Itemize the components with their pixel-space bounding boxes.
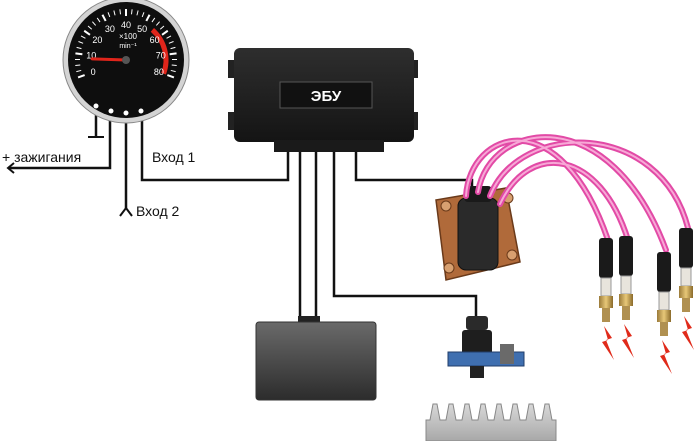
tachometer-tick [170,46,176,50]
ecu-label: ЭБУ [311,88,342,105]
wire-ignition [8,118,112,170]
tachometer-needle [90,57,128,62]
tachometer-tick [76,69,82,73]
coil-bolt-4 [506,249,518,261]
terminal-input2 [123,110,129,116]
tachometer-tick [75,64,81,67]
tachometer-tick [87,25,93,30]
battery-body [255,321,377,401]
tachometer-unit-multiplier: ×100 [119,32,138,41]
terminal-ground [93,103,99,109]
tachometer-tick [171,64,177,67]
input1-label: Вход 1 [152,149,196,165]
terminal-input1 [138,108,144,114]
wiring [8,114,478,318]
coil-bolt-1 [440,200,452,212]
coil-core [457,197,499,271]
ecu-connector [274,140,384,152]
ecu-label-plate [279,81,373,109]
battery-terminal [298,316,320,324]
tachometer-scale-label: 30 [105,24,115,34]
sensor-connector [466,316,488,330]
spark-plug [657,252,672,374]
battery [255,316,377,401]
tachometer-tick [131,9,133,15]
crankshaft-sensor [447,316,525,378]
tachometer-tick [78,41,84,44]
wire-ecu-coil [354,150,474,190]
ignition-fork [6,162,15,174]
crankshaft-gear-teeth [425,403,557,441]
ecu-unit: ЭБУ [228,48,418,152]
tachometer-scale-label: 80 [154,67,164,77]
tachometer-tick [167,74,175,79]
high-tension-leads-highlight [465,136,689,251]
ignition-label: + зажигания [2,149,81,165]
tachometer-scale-label: 10 [86,50,96,60]
sensor-body [462,330,492,356]
spark-plug [599,238,614,360]
tachometer-ticks [74,9,178,79]
input2-fork [119,206,133,217]
tachometer-tick [83,29,91,36]
tachometer-tick [170,69,176,73]
tachometer-tick [161,29,169,36]
tachometer-tick [80,35,86,39]
ht-lead-3 [487,139,691,231]
ecu-mount-left-2 [228,112,236,130]
tachometer-tick [91,21,97,26]
tachometer-tick [169,52,177,56]
tachometer-tick [107,12,111,18]
terminal-ignition [108,108,114,114]
tachometer-scale-label: 60 [150,35,160,45]
spark-plug [679,228,694,350]
tachometer-red-zone [150,28,169,75]
tachometer-tick [155,21,161,26]
tachometer-scale-label: 50 [137,24,147,34]
tachometer-scale-label: 20 [92,35,102,45]
tachometer-tick [136,10,139,16]
tachometer-tick [145,14,151,22]
coil-bolt-3 [443,262,455,274]
ignition-coil [435,186,521,281]
tachometer-tick [141,12,145,18]
ht-lead-4 [497,159,631,243]
sensor-tip [470,366,484,378]
wire-ecu-sensor [332,150,478,318]
tachometer-tick [96,17,101,23]
tachometer-hub [122,56,130,64]
tachometer-scale-label: 70 [156,50,166,60]
ecu-mount-left [228,60,236,78]
spark-plugs [599,228,694,374]
tachometer-unit: min⁻¹ [119,43,137,50]
spark-plug [619,236,634,358]
tachometer-tick [77,74,85,79]
tachometer-scale-label: 0 [91,67,96,77]
wire-terminals [6,136,133,217]
input2-label: Вход 2 [136,203,180,219]
tachometer-tick [76,46,82,50]
tachometer-tick [75,52,83,56]
sensor-clip [500,344,514,364]
crankshaft-gear [425,403,557,441]
tachometer-scale-label: 40 [121,20,131,30]
tachometer-tick [119,9,121,15]
tachometer-tick [101,14,107,22]
tachometer-tick [151,17,156,23]
tachometer-tick [166,35,172,39]
tachometer-tick [113,10,116,16]
tachometer-tick [159,25,165,30]
wire-input1 [140,118,290,182]
tachometer-tick [168,41,174,44]
